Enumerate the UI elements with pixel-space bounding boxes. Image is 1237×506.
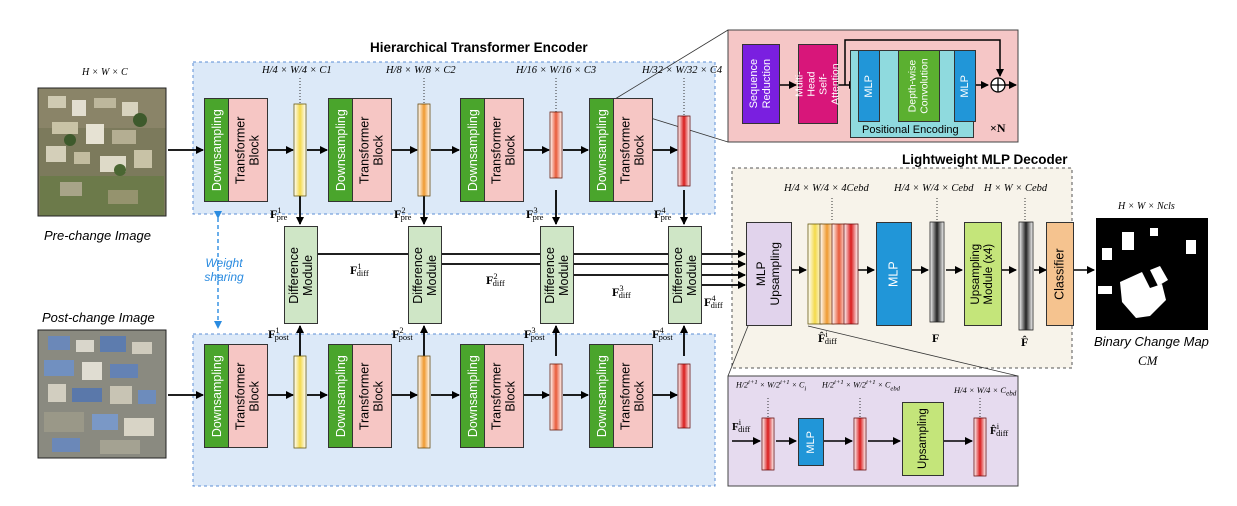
transformer-block-pre-4: Transformer Block	[613, 98, 653, 202]
downsampling-post-1: Downsampling	[204, 344, 230, 448]
transformer-block-post-1: Transformer Block	[228, 344, 268, 448]
downsampling-pre-4: Downsampling	[589, 98, 615, 202]
decoder-dims-3: H × W × Cebd	[984, 183, 1048, 194]
label-f-pre-1: F1pre	[270, 205, 288, 222]
label-f-post-3: F3post	[524, 325, 545, 342]
weight-sharing-label: Weight sharing	[204, 256, 244, 285]
encoder-title: Hierarchical Transformer Encoder	[370, 40, 588, 55]
feature-pre-4	[677, 115, 691, 187]
decoder-mlp-block: MLP	[876, 222, 912, 326]
binary-change-map-symbol: CM	[1138, 353, 1158, 368]
decoder-dims-1: H/4 × W/4 × 4Cebd	[784, 183, 869, 194]
downsampling-pre-1: Downsampling	[204, 98, 230, 202]
label-f-diff-1: F1diff	[350, 261, 369, 278]
decoder-feature-f	[929, 221, 945, 323]
feature-post-1	[293, 355, 307, 449]
feature-post-3	[549, 363, 563, 431]
up-feature-2	[853, 417, 867, 471]
label-fhat: F̂	[1021, 335, 1029, 349]
mlp-detail-2: MLP	[954, 50, 976, 122]
upsampling-detail-panel	[727, 375, 1019, 487]
downsampling-post-4: Downsampling	[589, 344, 615, 448]
post-change-image	[37, 329, 167, 459]
difference-module-2: Difference Module	[408, 226, 442, 324]
label-f-post-4: F4post	[652, 325, 673, 342]
up-detail-mlp: MLP	[798, 418, 824, 466]
label-f-diff-3: F3diff	[612, 283, 631, 300]
output-dims: H × W × Ncls	[1118, 201, 1175, 212]
up-feature-1	[761, 417, 775, 471]
stage-dims-1: H/4 × W/4 × C1	[262, 65, 332, 76]
input-dims: H × W × C	[82, 67, 128, 78]
downsampling-pre-3: Downsampling	[460, 98, 486, 202]
positional-encoding-label: Positional Encoding	[862, 124, 959, 136]
up-detail-dims-1: H/2i+1 × W/2i+1 × Ci	[736, 379, 807, 393]
transformer-block-post-3: Transformer Block	[484, 344, 524, 448]
transformer-block-pre-1: Transformer Block	[228, 98, 268, 202]
downsampling-post-2: Downsampling	[328, 344, 354, 448]
repeat-n-label: ×N	[990, 121, 1006, 135]
feature-pre-2	[417, 103, 431, 197]
difference-module-4: Difference Module	[668, 226, 702, 324]
decoder-title: Lightweight MLP Decoder	[902, 152, 1068, 167]
transformer-block-pre-3: Transformer Block	[484, 98, 524, 202]
label-f-post-1: F1post	[268, 325, 289, 342]
transformer-block-post-4: Transformer Block	[613, 344, 653, 448]
binary-change-map-label: Binary Change Map	[1094, 334, 1209, 349]
label-f-pre-3: F3pre	[526, 205, 544, 222]
downsampling-pre-2: Downsampling	[328, 98, 354, 202]
pre-change-image	[37, 87, 167, 217]
binary-change-map	[1096, 218, 1208, 330]
post-change-caption: Post-change Image	[42, 310, 155, 325]
sequence-reduction-block: Sequence Reduction	[742, 44, 780, 124]
mlp-upsampling-block: MLP Upsampling	[746, 222, 792, 326]
depthwise-conv-block: Depth-wise Convolution	[898, 50, 940, 122]
downsampling-post-3: Downsampling	[460, 344, 486, 448]
label-f-diff-2: F2diff	[486, 271, 505, 288]
mlp-detail-1: MLP	[858, 50, 880, 122]
label-fhat-diff-i: F̂idiff	[818, 329, 837, 346]
feature-pre-3	[549, 111, 563, 179]
up-feature-3	[973, 417, 987, 477]
decoder-feature-fhat	[1018, 221, 1034, 331]
stage-dims-2: H/8 × W/8 × C2	[386, 65, 456, 76]
feature-post-4	[677, 363, 691, 429]
label-f-pre-2: F2pre	[394, 205, 412, 222]
classifier-block: Classifier	[1046, 222, 1074, 326]
up-detail-dims-3: H/4 × W/4 × Cebd	[954, 385, 1017, 398]
upsampling-module-block: Upsampling Module (x4)	[964, 222, 1002, 326]
label-f-post-2: F2post	[392, 325, 413, 342]
pre-change-caption: Pre-change Image	[44, 228, 151, 243]
label-f-diff-4: F4diff	[704, 293, 723, 310]
difference-module-1: Difference Module	[284, 226, 318, 324]
feature-pre-1	[293, 103, 307, 197]
difference-module-3: Difference Module	[540, 226, 574, 324]
label-f: F	[932, 331, 940, 345]
mhsa-block: Multi-Head Self-Attention	[794, 44, 842, 124]
stage-dims-4: H/32 × W/32 × C4	[642, 65, 723, 76]
up-detail-dims-2: H/2i+1 × W/2i+1 × Cebd	[822, 379, 900, 393]
decoder-dims-2: H/4 × W/4 × Cebd	[894, 183, 974, 194]
feature-post-2	[417, 355, 431, 449]
up-detail-upsampling: Upsampling	[902, 402, 944, 476]
label-up-f-diff-i: Fidiff	[732, 417, 751, 434]
stage-dims-3: H/16 × W/16 × C3	[516, 65, 597, 76]
decoder-feature-stack-4	[843, 223, 859, 325]
transformer-block-post-2: Transformer Block	[352, 344, 392, 448]
label-up-fhat-diff-i: F̂idiff	[990, 421, 1009, 438]
label-f-pre-4: F4pre	[654, 205, 672, 222]
transformer-block-pre-2: Transformer Block	[352, 98, 392, 202]
